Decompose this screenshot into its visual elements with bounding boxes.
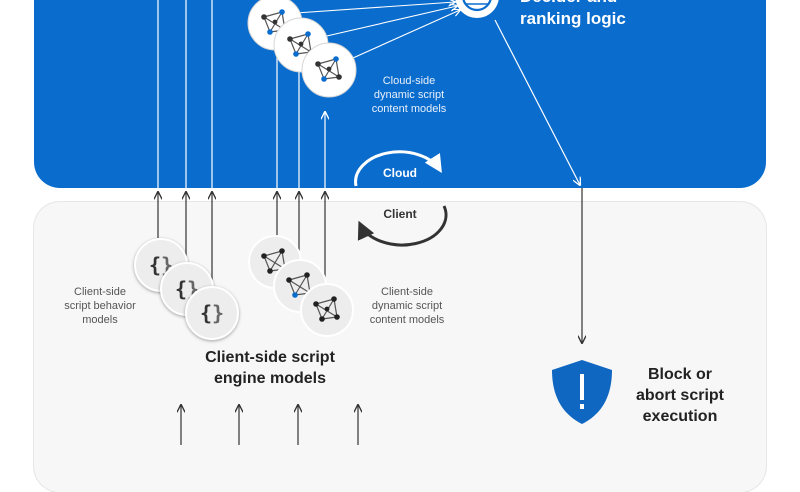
cloud-content-label-line2: dynamic script [373, 89, 445, 101]
cloud-content-label-line1: Cloud-side [382, 75, 436, 87]
input-arrows [181, 405, 358, 445]
decider-label-line2: ranking logic [520, 9, 626, 28]
client-behavior-models-label: Client-side script behavior models [40, 285, 160, 327]
brace-left-glyph: { [148, 253, 161, 277]
brace-right-glyph: } [212, 301, 225, 325]
decider-fan-in-arrows [295, 2, 460, 63]
diagram-canvas [0, 0, 612, 445]
behavior-label-line3: models [82, 314, 118, 326]
shield-icon [552, 360, 612, 424]
cloud-network-icon-3 [301, 42, 357, 98]
client-content-label-line3: content models [369, 314, 445, 326]
cycle-cloud-label: Cloud [383, 166, 417, 180]
client-content-models-label: Client-side dynamic script content model… [352, 285, 462, 327]
decider-label: Decider and ranking logic [520, 0, 670, 30]
block-label-line3: execution [642, 408, 718, 425]
block-label: Block or abort script execution [625, 364, 735, 427]
client-network-icon-3 [300, 283, 354, 337]
client-cycle-arrow [357, 205, 448, 247]
decider-to-block-arrow [494, 19, 580, 185]
cloud-vertical-lines [157, 0, 325, 188]
behavior-label-line2: script behavior [64, 300, 136, 312]
engine-models-label: Client-side script engine models [175, 347, 365, 389]
cycle-client-label: Client [383, 207, 417, 221]
cloud-content-label-line3: content models [371, 103, 447, 115]
cloud-content-models-label: Cloud-side dynamic script content models [354, 74, 464, 116]
cloud-cycle-arrow [354, 150, 442, 187]
brace-left-glyph: { [199, 301, 212, 325]
block-label-line1: Block or [647, 366, 712, 383]
brace-left-glyph: { [174, 277, 187, 301]
cloud-panel [34, 0, 766, 188]
block-label-line2: abort script [635, 387, 724, 404]
decider-icon [455, 0, 499, 18]
client-content-label-line2: dynamic script [371, 300, 443, 312]
engine-label-line2: engine models [213, 370, 327, 387]
behavior-label-line1: Client-side [74, 286, 126, 298]
script-brace-icon-3: {} [185, 286, 239, 340]
decider-label-line1: Decider and [520, 0, 670, 8]
engine-label-line1: Client-side script [205, 349, 335, 366]
client-content-label-line1: Client-side [381, 286, 433, 298]
